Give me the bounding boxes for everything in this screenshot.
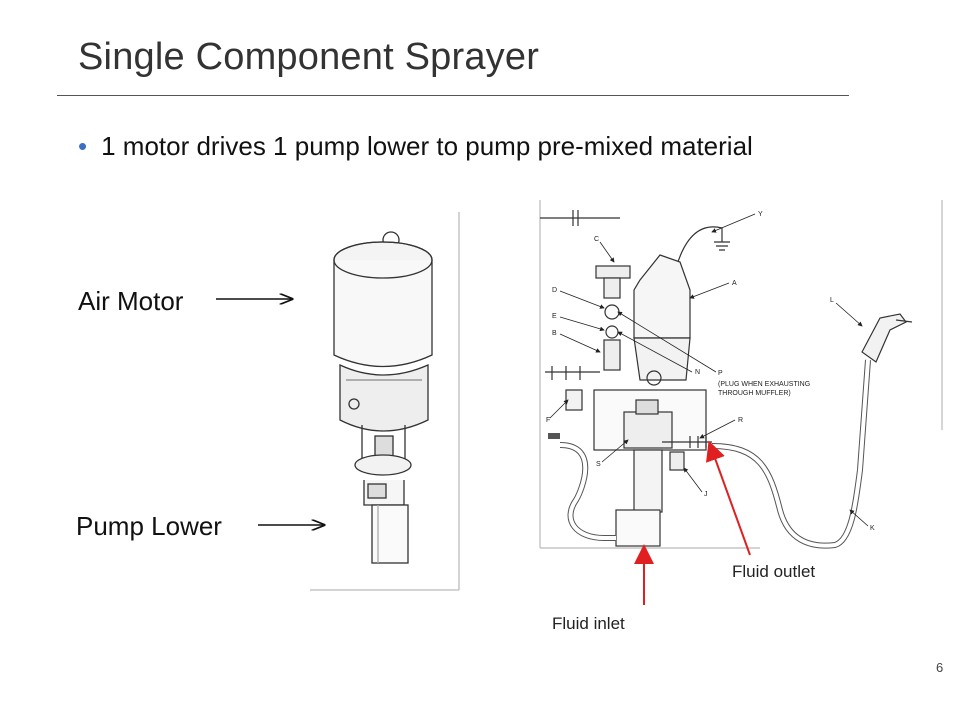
callout-j: J — [704, 491, 708, 498]
leader-lines — [549, 213, 869, 527]
slide-title: Single Component Sprayer — [78, 36, 540, 78]
fluid-inlet-label: Fluid inlet — [552, 614, 625, 633]
page-number: 6 — [936, 660, 944, 675]
callout-letters: Y C A D E B L N P (PLUG WHEN EXHAUSTING … — [546, 211, 875, 532]
callout-b: B — [552, 330, 557, 337]
callout-d: D — [552, 287, 557, 294]
callout-k: K — [870, 525, 875, 532]
callout-r: R — [738, 417, 743, 424]
callout-a: A — [732, 280, 737, 287]
callout-n: N — [695, 369, 700, 376]
bullet-item: • 1 motor drives 1 pump lower to pump pre… — [78, 131, 753, 162]
title-divider — [57, 95, 849, 96]
pump-lower-label: Pump Lower — [76, 511, 222, 541]
plug-note-line1: (PLUG WHEN EXHAUSTING — [718, 381, 810, 388]
callout-y: Y — [758, 211, 763, 218]
plug-note-line2: THROUGH MUFFLER) — [718, 390, 791, 397]
system-schematic — [539, 200, 943, 549]
bullet-text: 1 motor drives 1 pump lower to pump pre-… — [101, 131, 753, 161]
fluid-outlet-label: Fluid outlet — [732, 562, 816, 581]
callout-l: L — [830, 297, 834, 304]
callout-c: C — [594, 236, 599, 243]
bullet-dot-icon: • — [78, 131, 88, 161]
callout-e: E — [552, 313, 557, 320]
fluid-outlet-arrow — [705, 440, 751, 556]
callout-p: P — [718, 370, 723, 377]
callout-f: F — [546, 417, 550, 424]
callout-s: S — [596, 461, 601, 468]
air-motor-label: Air Motor — [78, 286, 184, 316]
pump-drawing — [310, 212, 460, 591]
